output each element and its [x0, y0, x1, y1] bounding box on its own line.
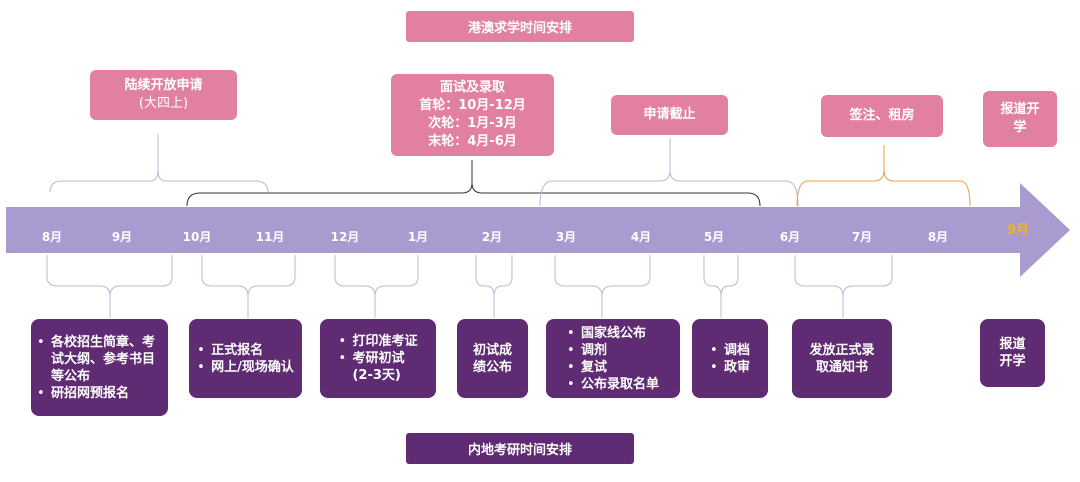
month-label: 10月: [182, 230, 212, 244]
archive-item: 调档: [710, 342, 750, 359]
exam-item: 打印准考证: [338, 333, 417, 350]
month-label: 2月: [481, 230, 503, 244]
brace-interview: [186, 160, 761, 207]
deadline-label: 申请截止: [643, 107, 696, 122]
brochure-item: 研招网预报名: [37, 385, 162, 402]
apply-box: 陆续开放申请 (大四上): [90, 70, 237, 120]
retest-item: 调剂: [567, 342, 659, 359]
report-hk-line-1: 报道开: [1000, 102, 1040, 117]
month-label: 1月: [407, 230, 429, 244]
retest-item: 国家线公布: [567, 325, 659, 342]
month-label: 3月: [555, 230, 577, 244]
interview-title: 面试及录取: [439, 80, 505, 95]
month-label: 9月: [1006, 223, 1030, 238]
apply-sub: (大四上): [138, 96, 189, 111]
month-label: 4月: [630, 230, 652, 244]
exam-box: 打印准考证 考研初试 (2-3天): [320, 319, 436, 398]
month-label: 12月: [330, 230, 360, 244]
month-label: 7月: [851, 230, 873, 244]
interview-round-2: 次轮：1月-3月: [428, 116, 517, 131]
brace-archive: [703, 255, 739, 318]
brace-register: [201, 255, 296, 318]
register-item: 正式报名: [197, 342, 294, 359]
interview-round-1: 首轮：10月-12月: [419, 98, 526, 113]
report-ml-text: 报道 开学: [999, 337, 1026, 369]
report-hk-box: 报道开 学: [983, 91, 1057, 147]
month-label: 6月: [779, 230, 801, 244]
month-label: 8月: [927, 230, 949, 244]
exam-item: 考研初试 (2-3天): [338, 350, 417, 384]
brochure-item: 各校招生简章、考试大纲、参考书目等公布: [37, 334, 162, 385]
brace-deadline: [539, 138, 799, 207]
brace-brochure: [46, 255, 173, 318]
report-ml-box: 报道 开学: [980, 319, 1045, 387]
brace-retest: [554, 255, 651, 318]
brochure-box: 各校招生简章、考试大纲、参考书目等公布 研招网预报名: [31, 319, 168, 416]
interview-box: 面试及录取 首轮：10月-12月 次轮：1月-3月 末轮：4月-6月: [391, 74, 554, 156]
archive-box: 调档 政审: [692, 319, 768, 398]
month-label: 5月: [703, 230, 725, 244]
mainland-title: 内地考研时间安排: [406, 433, 634, 464]
brace-exam: [334, 255, 419, 318]
brace-notice: [794, 255, 893, 318]
visa-label: 签注、租房: [849, 108, 915, 123]
brace-visa: [796, 145, 971, 207]
register-item: 网上/现场确认: [197, 359, 294, 376]
retest-item: 复试: [567, 359, 659, 376]
score-text: 初试成 绩公布: [472, 342, 512, 375]
score-box: 初试成 绩公布: [457, 319, 528, 398]
retest-item: 公布录取名单: [567, 376, 659, 393]
visa-box: 签注、租房: [821, 95, 943, 137]
notice-text: 发放正式录 取通知书: [809, 342, 875, 375]
hk-title: 港澳求学时间安排: [406, 11, 634, 42]
interview-round-3: 末轮：4月-6月: [428, 134, 517, 149]
retest-box: 国家线公布 调剂 复试 公布录取名单: [546, 319, 680, 398]
apply-label: 陆续开放申请: [124, 78, 203, 93]
register-box: 正式报名 网上/现场确认: [189, 319, 302, 398]
report-hk-line-2: 学: [1013, 120, 1027, 135]
month-label: 11月: [255, 230, 285, 244]
month-label: 9月: [111, 230, 133, 244]
archive-item: 政审: [710, 359, 750, 376]
month-label: 8月: [41, 230, 63, 244]
timeline-arrow: [6, 183, 1070, 277]
notice-box: 发放正式录 取通知书: [792, 319, 892, 398]
brace-apply: [49, 134, 269, 193]
brace-score: [475, 255, 513, 318]
deadline-box: 申请截止: [611, 95, 728, 135]
